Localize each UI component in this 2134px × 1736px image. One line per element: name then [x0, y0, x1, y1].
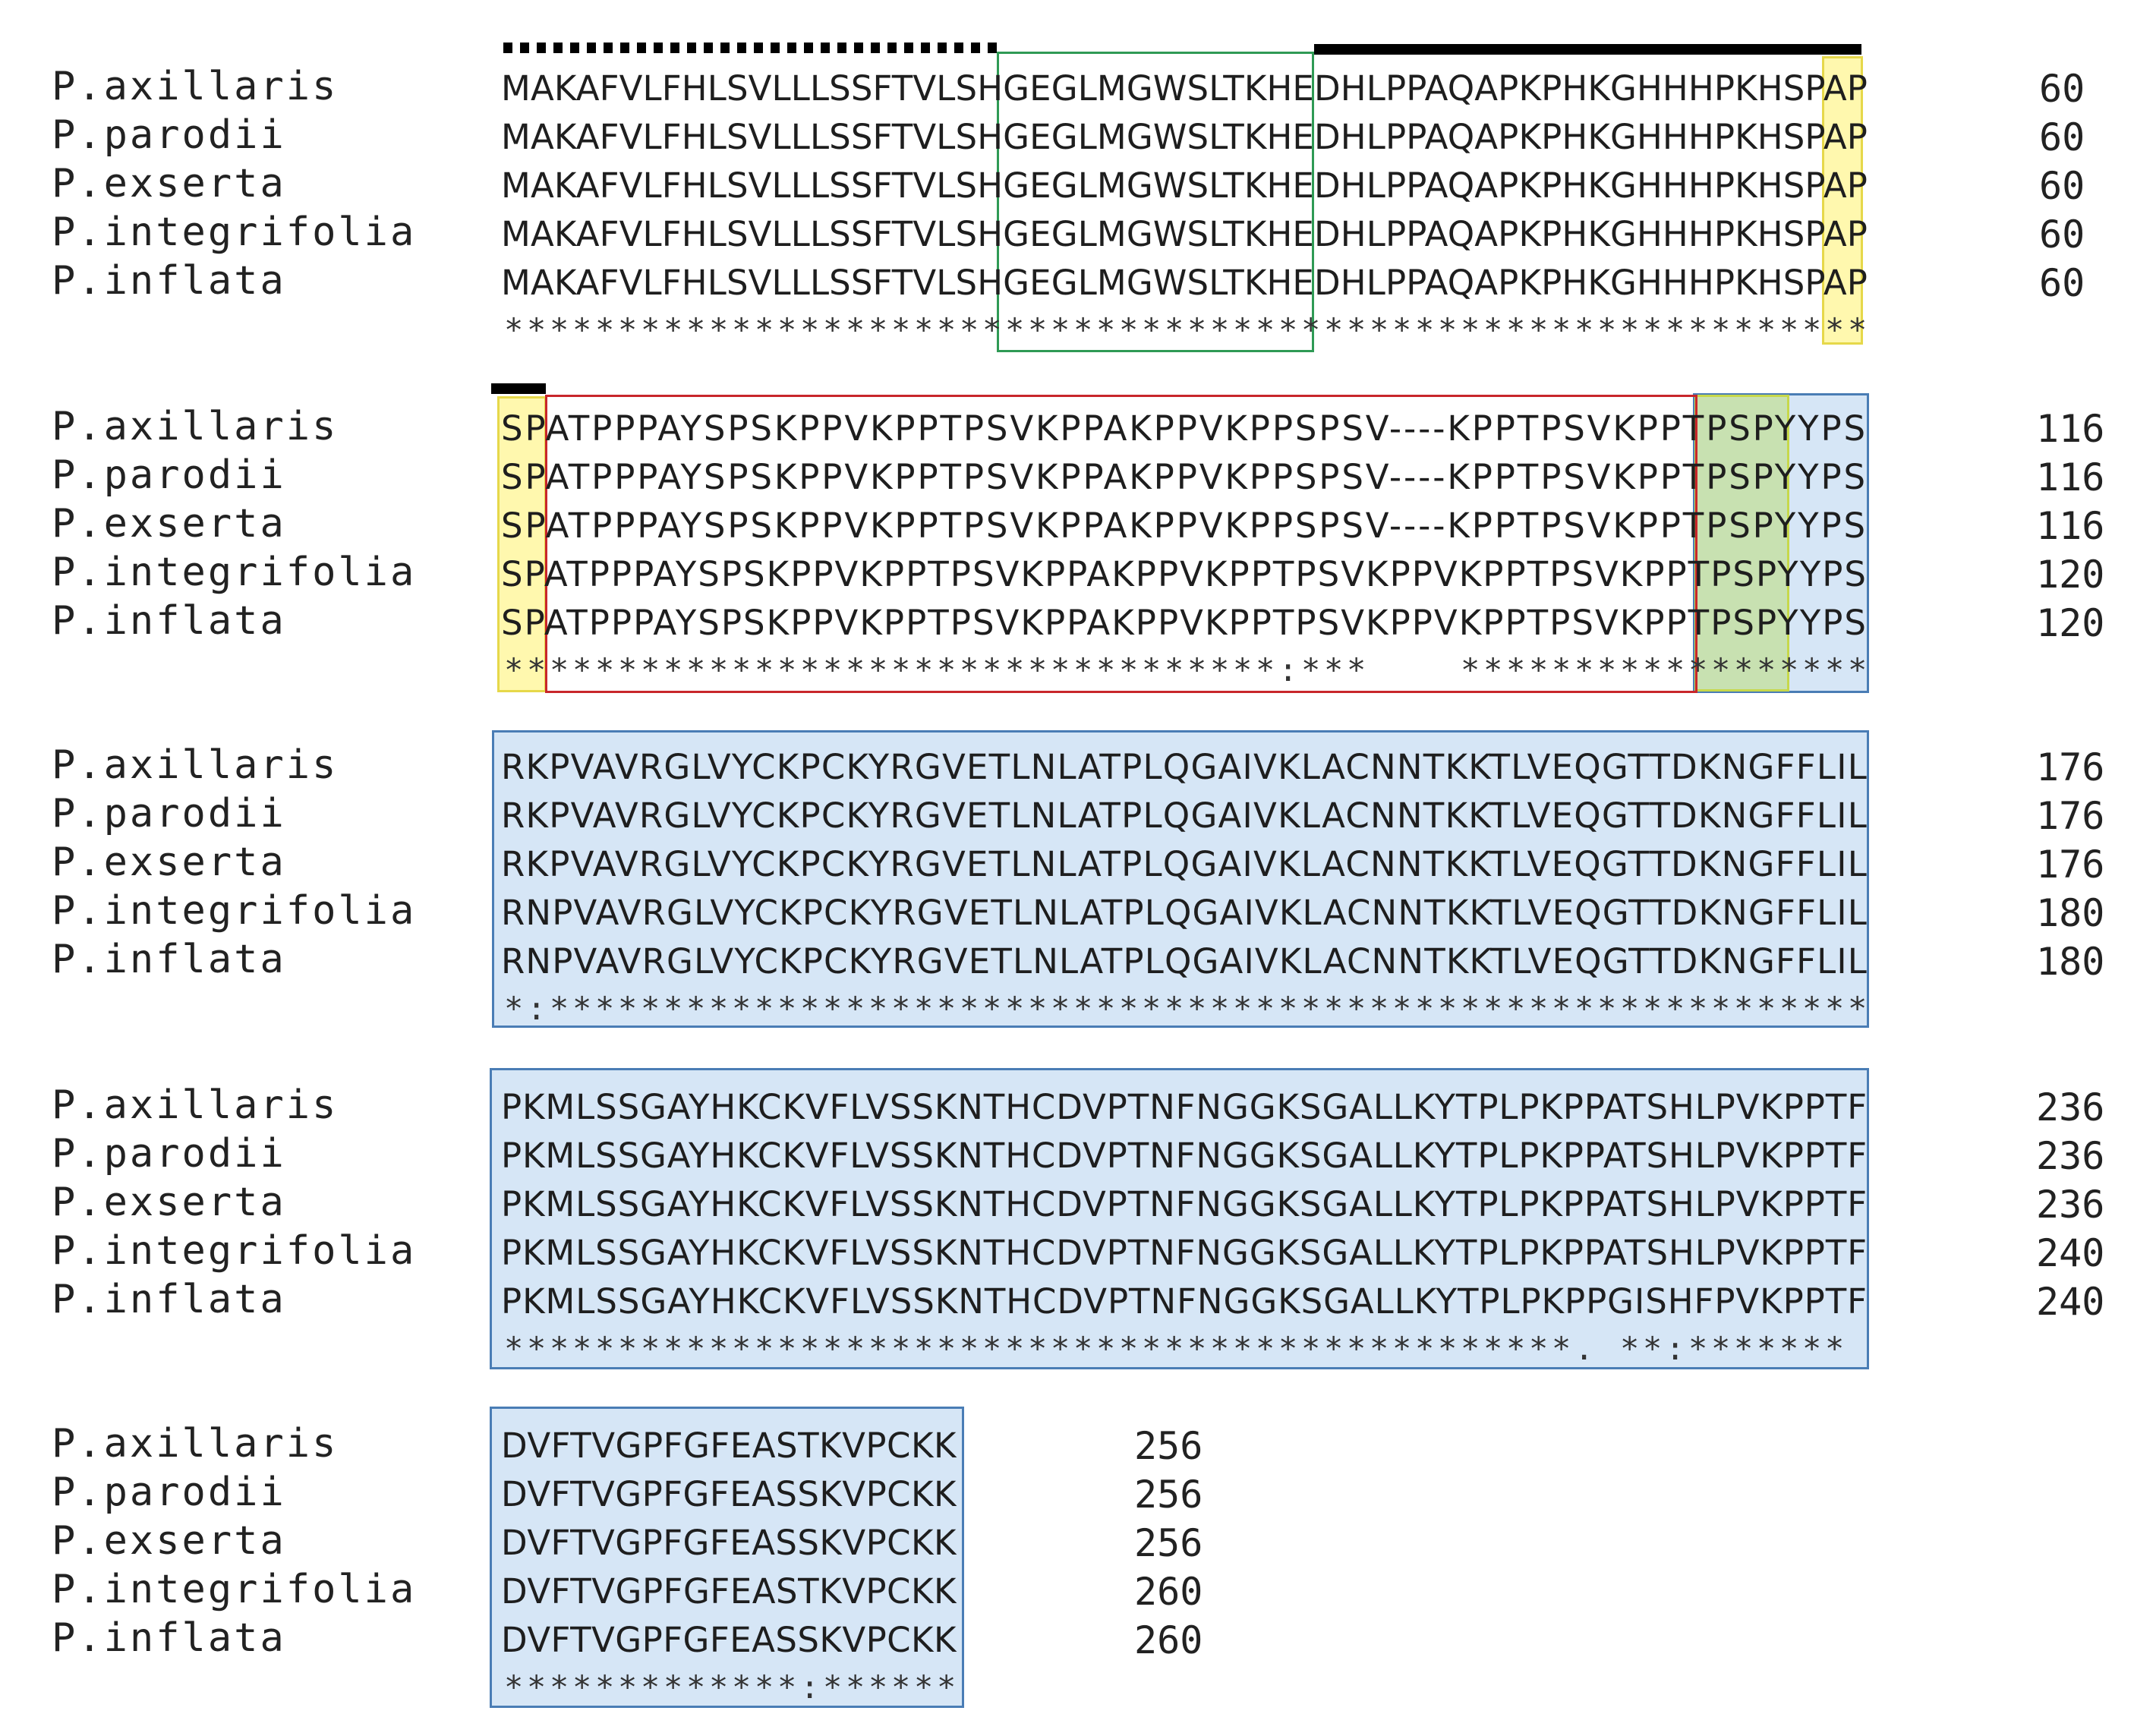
- position-number: 256: [1134, 1521, 1203, 1565]
- sequence-row: DVFTVGPFGFEASSKVPCKK: [501, 1523, 957, 1563]
- sequence-row: RKPVAVRGLVYCKPCKYRGVETLNLATPLQGAIVKLACNN…: [501, 747, 1868, 787]
- species-label: P.exserta: [52, 1518, 286, 1564]
- consensus-row: **********************************:*** *…: [504, 651, 1871, 688]
- position-number: 236: [2036, 1134, 2105, 1178]
- species-label: P.parodii: [52, 112, 286, 158]
- species-label: P.integrifolia: [52, 550, 417, 595]
- sequence-row: MAKAFVLFHLSVLLLSSFTVLSHGEGLMGWSLTKHEDHLP…: [501, 68, 1868, 109]
- position-number: 236: [2036, 1085, 2105, 1130]
- species-label: P.integrifolia: [52, 1567, 417, 1612]
- sequence-row: DVFTVGPFGFEASTKVPCKK: [501, 1426, 957, 1466]
- sequence-row: DVFTVGPFGFEASSKVPCKK: [501, 1474, 957, 1514]
- annotation-bar-block2: [491, 383, 546, 394]
- sequence-row: DVFTVGPFGFEASSKVPCKK: [501, 1620, 957, 1660]
- motif-box-block1-green: [997, 52, 1314, 352]
- sequence-row: RKPVAVRGLVYCKPCKYRGVETLNLATPLQGAIVKLACNN…: [501, 796, 1868, 836]
- species-label: P.exserta: [52, 161, 286, 206]
- sequence-row: PKMLSSGAYHKCKVFLVSSKNTHCDVPTNFNGGKSGALLK…: [501, 1184, 1868, 1224]
- species-label: P.integrifolia: [52, 888, 417, 934]
- species-label: P.inflata: [52, 937, 286, 982]
- species-label: P.inflata: [52, 1615, 286, 1661]
- annotation-bar-top: [1314, 44, 1861, 55]
- position-number: 240: [2036, 1280, 2105, 1324]
- position-number: 60: [2039, 213, 2085, 257]
- sequence-row: MAKAFVLFHLSVLLLSSFTVLSHGEGLMGWSLTKHEDHLP…: [501, 165, 1868, 206]
- position-number: 116: [2036, 455, 2105, 499]
- repeat-region-box: [545, 395, 1697, 693]
- species-label: P.inflata: [52, 1277, 286, 1322]
- position-number: 236: [2036, 1183, 2105, 1227]
- sequence-row: RKPVAVRGLVYCKPCKYRGVETLNLATPLQGAIVKLACNN…: [501, 844, 1868, 884]
- position-number: 116: [2036, 504, 2105, 548]
- position-number: 260: [1134, 1570, 1203, 1614]
- sequence-row: PKMLSSGAYHKCKVFLVSSKNTHCDVPTNFNGGKSGALLK…: [501, 1136, 1868, 1176]
- species-label: P.axillaris: [52, 64, 339, 109]
- species-label: P.inflata: [52, 598, 286, 644]
- consensus-row: *:**************************************…: [504, 990, 1871, 1027]
- position-number: 176: [2036, 745, 2105, 789]
- species-label: P.parodii: [52, 791, 286, 836]
- species-label: P.exserta: [52, 501, 286, 547]
- sequence-row: MAKAFVLFHLSVLLLSSFTVLSHGEGLMGWSLTKHEDHLP…: [501, 263, 1868, 303]
- sequence-row: SPATPPPAYSPSKPPVKPPTPSVKPPAKPPVKPPSPSV--…: [501, 457, 1868, 497]
- species-label: P.exserta: [52, 840, 286, 885]
- species-label: P.exserta: [52, 1180, 286, 1225]
- species-label: P.axillaris: [52, 1421, 339, 1467]
- sequence-row: SPATPPPAYSPSKPPVKPPTPSVKPPAKPPVKPPTPSVKP…: [501, 603, 1868, 643]
- sequence-row: DVFTVGPFGFEASTKVPCKK: [501, 1571, 957, 1612]
- motif-box-block1-yellow: [1822, 56, 1863, 345]
- domain-box-block3: [492, 730, 1869, 1028]
- position-number: 60: [2039, 115, 2085, 159]
- position-number: 256: [1134, 1473, 1203, 1517]
- position-number: 120: [2036, 553, 2105, 597]
- sequence-row: SPATPPPAYSPSKPPVKPPTPSVKPPAKPPVKPPTPSVKP…: [501, 554, 1868, 594]
- sequence-row: MAKAFVLFHLSVLLLSSFTVLSHGEGLMGWSLTKHEDHLP…: [501, 214, 1868, 254]
- sequence-row: MAKAFVLFHLSVLLLSSFTVLSHGEGLMGWSLTKHEDHLP…: [501, 117, 1868, 157]
- signal-peptide-dotted-bar: [503, 43, 997, 53]
- species-label: P.axillaris: [52, 1082, 339, 1128]
- position-number: 260: [1134, 1618, 1203, 1662]
- sequence-row: RNPVAVRGLVYCKPCKYRGVETLNLATPLQGAIVKLACNN…: [501, 893, 1868, 933]
- consensus-row: ****************************************…: [504, 311, 1871, 348]
- position-number: 240: [2036, 1231, 2105, 1275]
- consensus-row: ****************************************…: [504, 1330, 1849, 1367]
- sequence-row: PKMLSSGAYHKCKVFLVSSKNTHCDVPTNFNGGKSGALLK…: [501, 1233, 1868, 1273]
- position-number: 60: [2039, 164, 2085, 208]
- position-number: 176: [2036, 794, 2105, 838]
- position-number: 60: [2039, 261, 2085, 305]
- position-number: 120: [2036, 601, 2105, 645]
- sequence-row: PKMLSSGAYHKCKVFLVSSKNTHCDVPTNFNGGKSGALLK…: [501, 1087, 1868, 1127]
- sequence-row: SPATPPPAYSPSKPPVKPPTPSVKPPAKPPVKPPSPSV--…: [501, 408, 1868, 449]
- domain-box-block5: [490, 1407, 964, 1708]
- domain-box-block4: [490, 1068, 1869, 1369]
- species-label: P.axillaris: [52, 404, 339, 449]
- species-label: P.parodii: [52, 1131, 286, 1177]
- position-number: 60: [2039, 67, 2085, 111]
- sequence-row: SPATPPPAYSPSKPPVKPPTPSVKPPAKPPVKPPSPSV--…: [501, 506, 1868, 546]
- position-number: 256: [1134, 1424, 1203, 1468]
- position-number: 180: [2036, 940, 2105, 984]
- species-label: P.integrifolia: [52, 1228, 417, 1274]
- sequence-row: PKMLSSGAYHKCKVFLVSSKNTHCDVPTNFNGGKSGALLK…: [501, 1281, 1868, 1322]
- species-label: P.inflata: [52, 258, 286, 304]
- species-label: P.parodii: [52, 1470, 286, 1515]
- position-number: 176: [2036, 843, 2105, 887]
- species-label: P.integrifolia: [52, 210, 417, 255]
- species-label: P.parodii: [52, 452, 286, 498]
- sequence-row: RNPVAVRGLVYCKPCKYRGVETLNLATPLQGAIVKLACNN…: [501, 941, 1868, 981]
- consensus-row: *************:******: [504, 1668, 960, 1706]
- position-number: 180: [2036, 891, 2105, 935]
- position-number: 116: [2036, 407, 2105, 451]
- species-label: P.axillaris: [52, 742, 339, 788]
